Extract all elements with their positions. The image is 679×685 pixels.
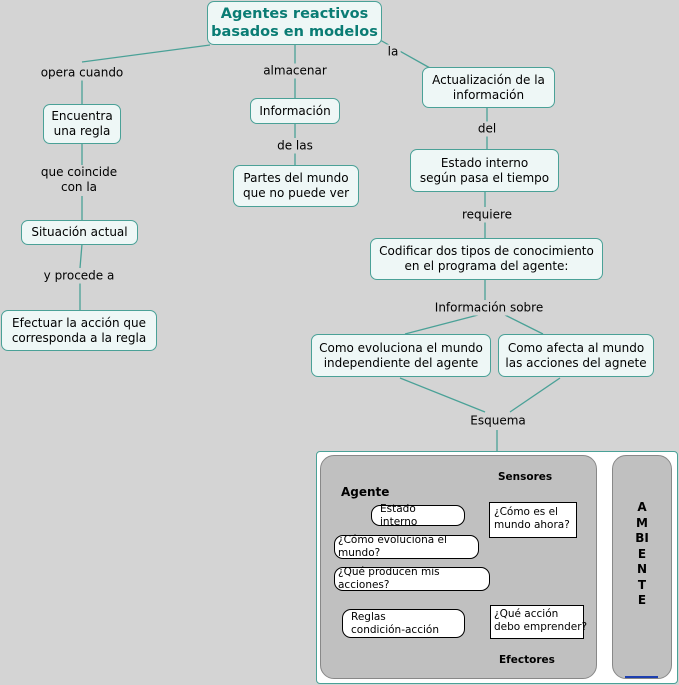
node-actualizacion: Actualización de la información bbox=[422, 67, 555, 108]
box-estado-interno: Estado interno bbox=[371, 503, 465, 528]
node-informacion: Información bbox=[250, 98, 340, 124]
main-title-node: Agentes reactivos basados en modelos bbox=[207, 1, 382, 45]
label-que-coincide: que coincide con la bbox=[38, 165, 120, 195]
environment-blue-line bbox=[625, 676, 658, 678]
label-esquema: Esquema bbox=[468, 413, 528, 429]
node-codificar: Codificar dos tipos de conocimiento en e… bbox=[370, 238, 603, 280]
sensores-label: Sensores bbox=[498, 471, 553, 483]
label-requiere: requiere bbox=[459, 207, 515, 223]
label-opera-cuando: opera cuando bbox=[38, 65, 126, 81]
efectores-label: Efectores bbox=[499, 654, 555, 666]
label-y-procede: y procede a bbox=[41, 268, 117, 284]
environment-panel bbox=[612, 455, 672, 679]
box-que-accion: ¿Qué acción debo emprender? bbox=[490, 605, 587, 639]
node-como-evoluciona: Como evoluciona el mundo independiente d… bbox=[311, 334, 491, 377]
node-estado-interno: Estado interno según pasa el tiempo bbox=[410, 149, 559, 192]
node-situacion-actual: Situación actual bbox=[21, 220, 138, 245]
box-como-evoluciona: ¿Cómo evoluciona el mundo? bbox=[334, 534, 479, 559]
label-la: la bbox=[385, 44, 401, 60]
box-que-producen: ¿Qué producen mis acciones? bbox=[334, 566, 490, 591]
node-como-afecta: Como afecta al mundo las acciones del ag… bbox=[498, 334, 654, 377]
agente-label: Agente bbox=[341, 485, 390, 499]
box-reglas: Reglas condición-acción bbox=[342, 609, 465, 638]
box-como-es-el-mundo: ¿Cómo es el mundo ahora? bbox=[489, 502, 577, 538]
ambiente-label: AMBIENTE bbox=[635, 500, 649, 607]
label-almacenar: almacenar bbox=[261, 63, 329, 79]
node-partes-mundo: Partes del mundo que no puede ver bbox=[233, 165, 359, 207]
node-encuentra-regla: Encuentra una regla bbox=[43, 104, 121, 144]
label-del: del bbox=[475, 121, 499, 137]
label-de-las: de las bbox=[275, 138, 315, 154]
label-informacion-sobre: Información sobre bbox=[432, 300, 546, 316]
node-efectuar-accion: Efectuar la acción que corresponda a la … bbox=[1, 310, 157, 351]
